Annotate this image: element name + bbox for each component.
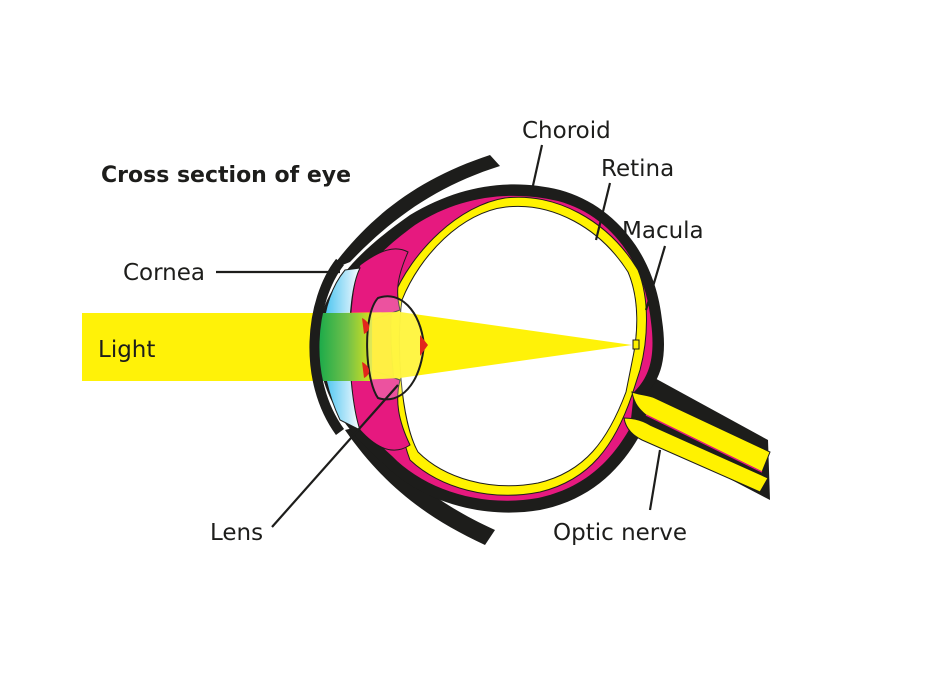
iris-lower	[362, 362, 370, 378]
optic-nerve-lower	[623, 417, 769, 493]
optic-nerve-upper	[631, 391, 771, 473]
optic-nerve-leader	[648, 449, 662, 511]
label-light: Light	[98, 337, 155, 363]
label-choroid: Choroid	[522, 118, 611, 144]
label-retina: Retina	[601, 156, 674, 182]
choroid-leader	[530, 144, 544, 191]
label-optic-nerve: Optic nerve	[553, 520, 687, 546]
lens-right-tip	[420, 335, 428, 356]
diagram-title: Cross section of eye	[101, 163, 351, 188]
macula-notch	[632, 339, 640, 350]
optic-nerve-core	[645, 414, 763, 473]
upper-sclera-flap	[330, 155, 500, 270]
macula-leader	[644, 245, 667, 311]
aqueous-humour	[315, 313, 372, 381]
lens-leader	[271, 384, 399, 528]
label-macula: Macula	[622, 218, 704, 244]
label-cornea: Cornea	[123, 260, 205, 286]
iris-upper	[362, 318, 370, 334]
label-lens: Lens	[210, 520, 263, 546]
lens	[366, 295, 426, 401]
retina-leader	[594, 182, 612, 241]
cornea-outer-edge	[309, 258, 345, 435]
